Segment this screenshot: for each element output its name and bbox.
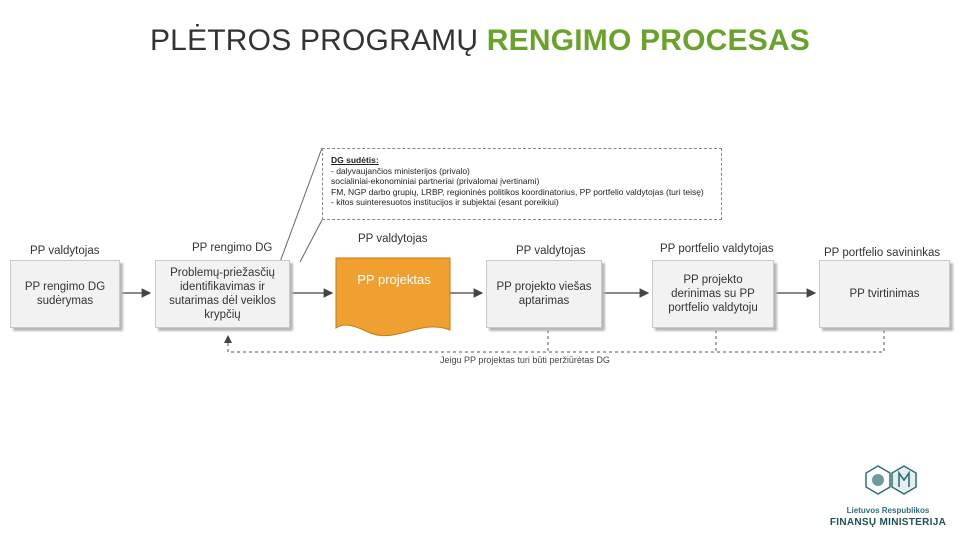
note-line: - kitos suinteresuotos institucijos ir s… xyxy=(331,197,559,207)
step-approval: PP tvirtinimas xyxy=(819,260,950,328)
title-part-2: RENGIMO PROCESAS xyxy=(486,24,811,57)
logo-letter-icon xyxy=(898,470,910,487)
step-public-discussion: PP projekto viešas aptarimas xyxy=(486,260,602,328)
role-label-1: PP valdytojas xyxy=(30,245,100,257)
page-title: PLĖTROS PROGRAMŲ RENGIMO PROCESAS xyxy=(0,24,960,58)
logo-text-line-2: FINANSŲ MINISTERIJA xyxy=(829,517,947,528)
pp-projektas-doc-shape xyxy=(335,257,451,337)
feedback-loop xyxy=(224,330,885,353)
logo-hexagon-left xyxy=(865,465,891,495)
role-label-5: PP portfelio valdytojas xyxy=(660,243,774,255)
ministry-logo xyxy=(865,465,917,495)
feedback-loop-label: Jeigu PP projektas turi būti peržiūrėtas… xyxy=(440,355,610,365)
role-label-2: PP rengimo DG xyxy=(192,242,273,254)
dg-composition-note: DG sudėtis: - dalyvaujančios ministerijo… xyxy=(322,148,722,220)
step-portfolio-coordination: PP projekto derinimas su PP portfelio va… xyxy=(652,260,774,328)
note-line: FM, NGP darbo grupių, LRBP, regioninės p… xyxy=(331,186,704,197)
role-label-3: PP valdytojas xyxy=(358,233,428,245)
role-label-6: PP portfelio savininkas xyxy=(824,247,941,259)
callout-line-1 xyxy=(279,147,323,263)
note-line: - dalyvaujančios ministerijos (privalo) xyxy=(331,165,470,176)
note-heading: DG sudėtis: xyxy=(331,155,379,165)
logo-text-line-1: Lietuvos Respublikos xyxy=(846,506,930,515)
note-line: socialiniai-ekonominiai partneriai (priv… xyxy=(331,176,540,186)
logo-tree-icon xyxy=(872,474,884,486)
step-dg-composition: PP rengimo DG sudėrymas xyxy=(10,260,120,328)
step-problem-identification: Problemų-priežasčių identifikavimas ir s… xyxy=(155,260,290,328)
title-part-1: PLĖTROS PROGRAMŲ xyxy=(149,24,487,57)
role-label-4: PP valdytojas xyxy=(516,245,586,257)
callout-line-2 xyxy=(299,219,323,263)
step-pp-draft: PP projektas xyxy=(357,272,431,287)
